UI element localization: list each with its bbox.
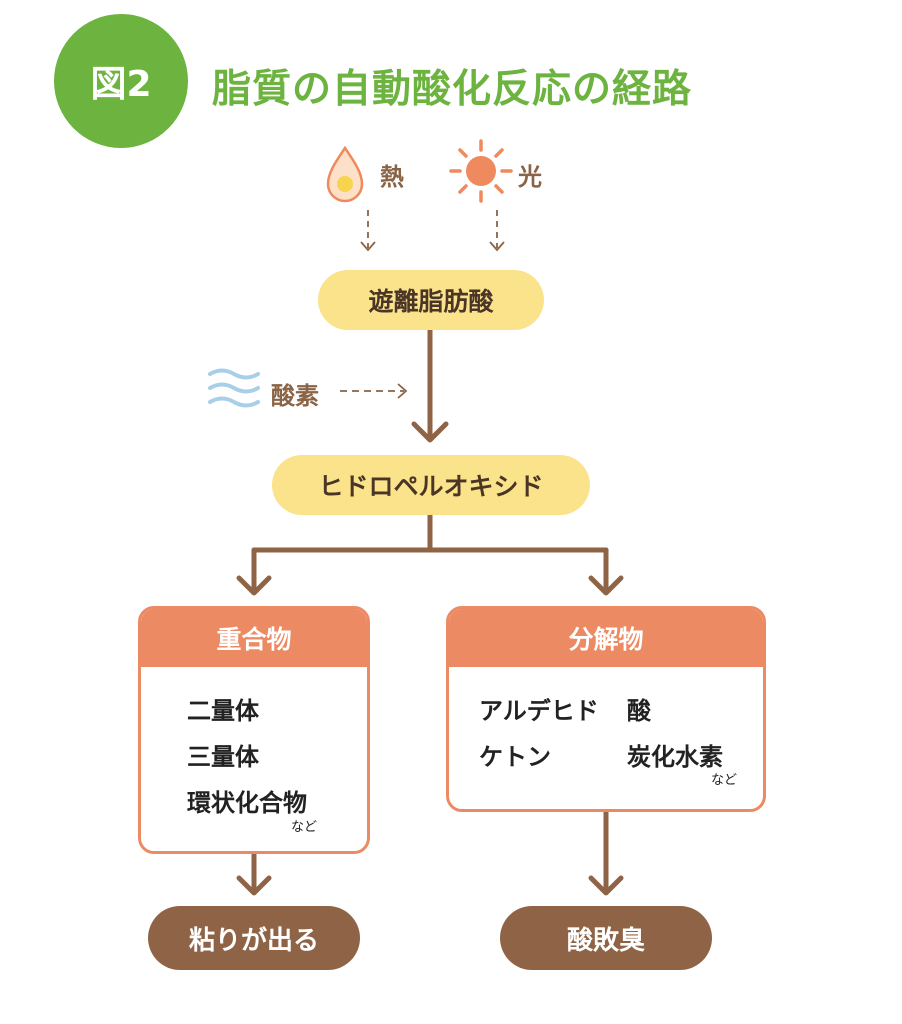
heat-arrow [360, 210, 376, 252]
polymer-box: 重合物 二量体 三量体 環状化合物 など [138, 606, 370, 854]
figure-number-badge: 図2 [54, 14, 188, 148]
sticky-result: 粘りが出る [148, 906, 360, 970]
decomposition-item: ケトン [479, 743, 551, 771]
decomposition-item: 炭化水素 [627, 743, 723, 771]
polymer-result-arrow [236, 851, 272, 896]
main-arrow [411, 327, 449, 443]
polymer-item: 環状化合物 [187, 789, 307, 817]
light-arrow [489, 210, 505, 252]
flame-icon [326, 145, 364, 203]
sun-icon [449, 139, 513, 203]
hydroperoxide-node: ヒドロペルオキシド [272, 455, 590, 515]
oxygen-label: 酸素 [271, 382, 319, 410]
decomposition-box: 分解物 アルデヒド 酸 ケトン 炭化水素 など [446, 606, 766, 812]
heat-label: 熱 [380, 163, 404, 191]
polymer-header: 重合物 [141, 609, 367, 667]
polymer-note: など [291, 820, 318, 835]
polymer-item: 三量体 [187, 743, 259, 771]
decomposition-note: など [711, 773, 738, 788]
decomposition-result-arrow [588, 809, 624, 896]
polymer-item: 二量体 [187, 697, 259, 725]
branch-connector [236, 511, 624, 596]
decomposition-header: 分解物 [449, 609, 763, 667]
diagram-title: 脂質の自動酸化反応の経路 [212, 67, 693, 112]
decomposition-item: 酸 [627, 697, 651, 725]
oxygen-wave-icon [208, 368, 260, 408]
decomposition-item: アルデヒド [479, 697, 599, 725]
free-fatty-acid-node: 遊離脂肪酸 [318, 270, 544, 330]
light-label: 光 [518, 163, 542, 191]
oxygen-arrow [340, 383, 408, 399]
rancid-odor-result: 酸敗臭 [500, 906, 712, 970]
